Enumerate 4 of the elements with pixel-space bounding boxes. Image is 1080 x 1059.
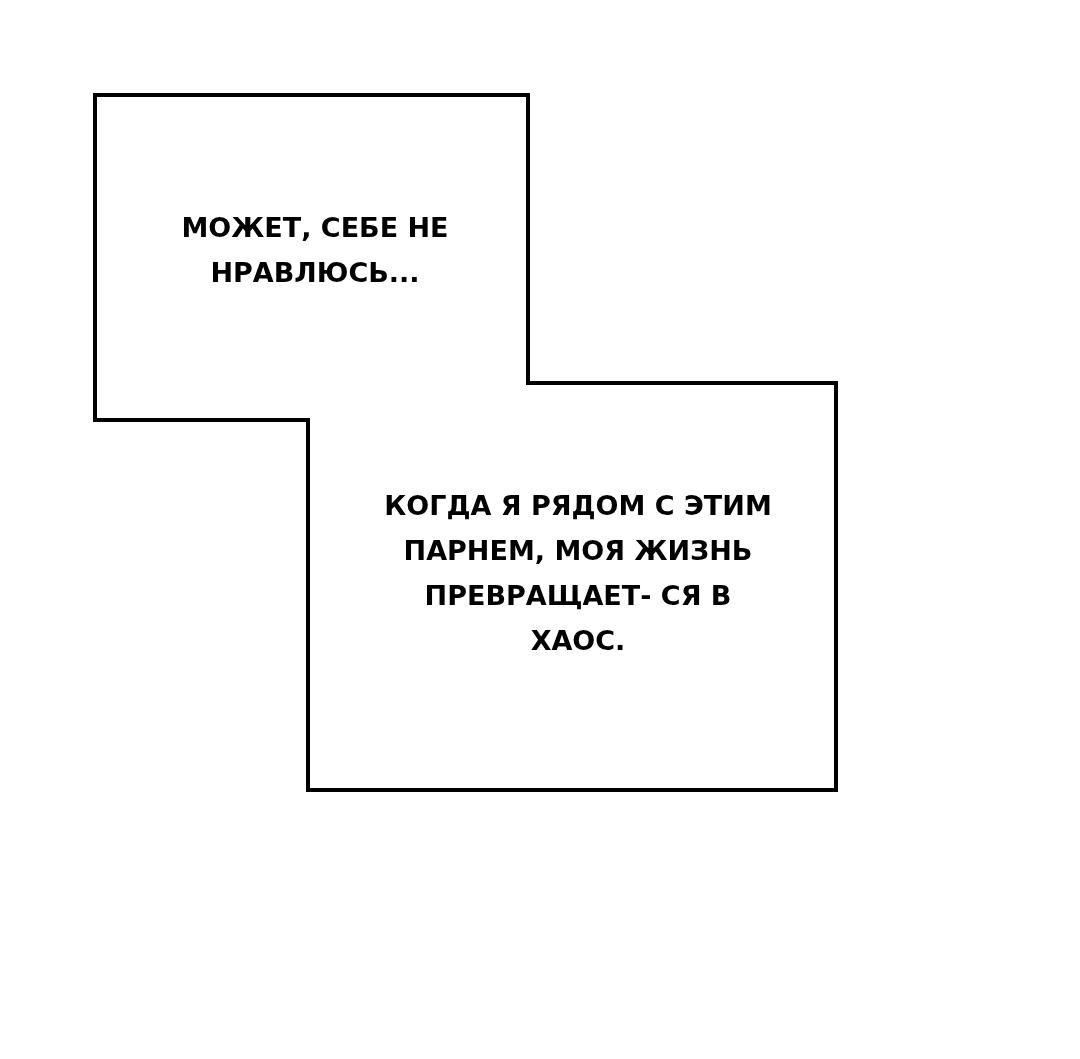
caption-box bbox=[308, 383, 836, 790]
caption-text: МОЖЕТ, СЕБЕ НЕ НРАВЛЮСЬ... bbox=[180, 211, 450, 290]
caption-box bbox=[95, 95, 528, 420]
caption-text: КОГДА Я РЯДОМ С ЭТИМ ПАРНЕМ, МОЯ ЖИЗНЬ ПРЕВРАЩАЕТ- СЯ В ХАОС. bbox=[383, 489, 773, 658]
